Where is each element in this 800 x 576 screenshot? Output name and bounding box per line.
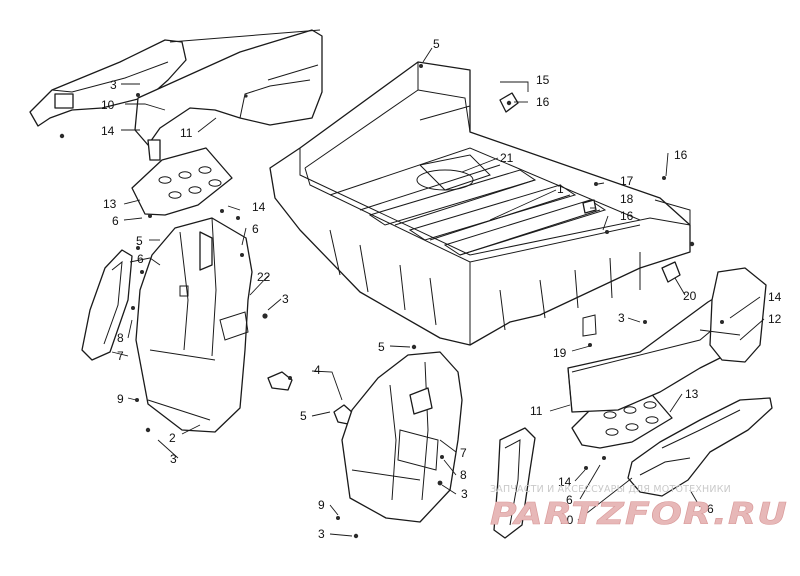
callout-6: 6 [707, 502, 714, 516]
skid-plate-13-left [131, 147, 233, 218]
callout-20: 20 [683, 289, 697, 303]
callout-16: 16 [536, 95, 550, 109]
callout-14: 14 [768, 290, 782, 304]
callout-3: 3 [318, 527, 325, 541]
callout-14: 14 [252, 200, 266, 214]
callout-5: 5 [136, 234, 143, 248]
callout-8: 8 [117, 331, 124, 345]
callout-5: 5 [378, 340, 385, 354]
hardware-15-16 [419, 64, 695, 347]
fasteners [131, 93, 724, 520]
callout-6: 6 [252, 222, 259, 236]
callout-19: 19 [553, 346, 567, 360]
trim-right-7 [493, 427, 536, 539]
callout-3: 3 [170, 452, 177, 466]
callout-9: 9 [318, 498, 325, 512]
callout-11: 11 [530, 404, 543, 418]
callout-17: 17 [620, 174, 634, 188]
callout-5: 5 [300, 409, 307, 423]
callout-1: 1 [557, 182, 564, 196]
callout-6: 6 [137, 252, 144, 266]
side-panel-11-left [134, 29, 323, 161]
callout-16: 16 [620, 209, 634, 223]
callout-12: 12 [768, 312, 782, 326]
callout-9: 9 [117, 392, 124, 406]
callout-4: 4 [314, 363, 321, 377]
callout-13: 13 [103, 197, 117, 211]
callout-14: 14 [101, 124, 115, 138]
callout-11: 11 [180, 126, 193, 140]
watermark-caption: ЗАПЧАСТИ И АКСЕССУАРЫ ДЛЯ МОТОТЕХНИКИ [490, 484, 731, 495]
callout-6: 6 [112, 214, 119, 228]
wheel-well-right-2 [341, 351, 463, 539]
watermark-site: PARTZFOR.RU [490, 497, 788, 532]
callout-5: 5 [433, 37, 440, 51]
callout-10: 10 [560, 513, 574, 527]
callout-21: 21 [500, 151, 514, 165]
callout-3: 3 [461, 487, 468, 501]
callouts: 1 2 3 3 3 3 3 3 4 5 5 5 5 6 6 6 6 6 6 7 … [101, 37, 782, 541]
callout-15: 15 [536, 73, 550, 87]
callout-18: 18 [620, 192, 634, 206]
callout-22: 22 [257, 270, 271, 284]
fender-left-10 [29, 39, 187, 139]
trim-left-7 [81, 249, 151, 361]
cargo-box [269, 61, 691, 346]
callout-3: 3 [110, 78, 117, 92]
callout-3: 3 [282, 292, 289, 306]
callout-7: 7 [460, 446, 467, 460]
callout-7: 7 [117, 349, 124, 363]
callout-13: 13 [685, 387, 699, 401]
leader-lines [111, 47, 765, 537]
callout-6: 6 [566, 493, 573, 507]
callout-2: 2 [169, 431, 176, 445]
callout-10: 10 [101, 98, 115, 112]
wheel-well-left-2 [135, 217, 253, 433]
callout-8: 8 [460, 468, 467, 482]
watermark: ЗАПЧАСТИ И АКСЕССУАРЫ ДЛЯ МОТОТЕХНИКИ PA… [490, 484, 788, 532]
fender-right-12 [699, 267, 767, 363]
fender-right-10 [627, 397, 773, 497]
callout-16: 16 [674, 148, 688, 162]
callout-3: 3 [618, 311, 625, 325]
callout-14: 14 [558, 475, 572, 489]
